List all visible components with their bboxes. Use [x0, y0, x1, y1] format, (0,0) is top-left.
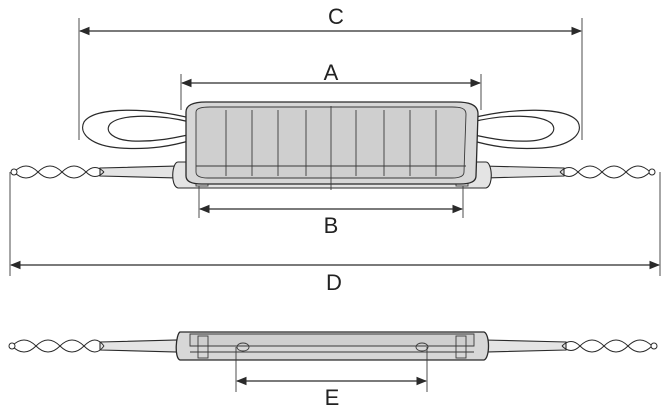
- top-view: C A: [9, 4, 661, 295]
- side-left-buckle: [197, 335, 209, 359]
- right-loops: [469, 109, 580, 150]
- side-left-cord: [8, 339, 179, 353]
- side-right-buckle: [455, 335, 467, 359]
- left-loops: [82, 109, 193, 150]
- d-label: D: [326, 270, 342, 295]
- a-label: A: [324, 60, 339, 85]
- side-right-cord: [483, 339, 658, 353]
- side-view: E: [8, 331, 658, 410]
- left-cord: [10, 165, 181, 179]
- side-right-ring: [415, 342, 429, 352]
- e-label: E: [325, 385, 340, 410]
- right-cord: [481, 165, 656, 179]
- pad-quilt-lines: [225, 106, 437, 190]
- side-pad-top: [189, 333, 475, 347]
- c-label: C: [328, 4, 344, 29]
- b-label: B: [324, 213, 339, 238]
- side-left-ring: [236, 342, 250, 352]
